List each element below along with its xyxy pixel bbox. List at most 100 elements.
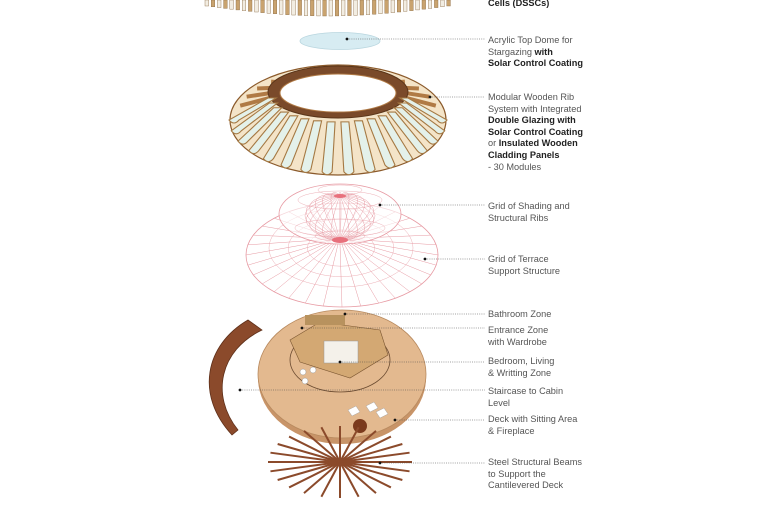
dssc-panel [204, 0, 209, 7]
glazing-panel [237, 107, 284, 145]
label-line: Solar Control Coating [488, 58, 583, 70]
dssc-panel [446, 0, 451, 7]
label-line: Support Structure [488, 266, 560, 278]
label-text: with [534, 46, 553, 57]
label-text: Cantilevered Deck [488, 480, 564, 491]
steel-beam [339, 443, 403, 463]
steel-beam [339, 461, 410, 473]
dssc-panel [304, 0, 309, 16]
glazing-panel [230, 102, 280, 135]
dssc-panel [390, 0, 395, 13]
label-line: & Writting Zone [488, 368, 554, 380]
label-text: Stargazing [488, 46, 535, 57]
dssc-panel [241, 0, 246, 11]
terrace-grid-line [305, 243, 337, 304]
label-text: Grid of Terrace [488, 254, 549, 264]
steel-beam [288, 461, 341, 489]
steel-beam [339, 461, 377, 494]
label-line: Stargazing with [488, 47, 583, 59]
label-line: - 30 Modules [488, 162, 583, 174]
label-text: Insulated Wooden [498, 138, 578, 149]
terrace-grid-line [253, 241, 331, 276]
dssc-panel [297, 0, 302, 16]
label-line: Deck with Sitting Area [488, 414, 577, 426]
shading-rib [339, 192, 350, 241]
glazing-panel [392, 107, 439, 145]
leader-lines [238, 37, 485, 465]
glazing-panel [340, 121, 355, 176]
wireframe-grids [245, 183, 439, 308]
glazing-panel [228, 97, 279, 124]
label-text: - 30 Modules [488, 161, 542, 172]
dssc-panel [328, 0, 333, 17]
dssc-panel [428, 0, 433, 9]
terrace-grid-line [262, 242, 332, 285]
label-line: Modular Wooden Rib [488, 92, 583, 104]
steel-beam [339, 430, 377, 463]
steel-beam [270, 451, 341, 463]
label-line: Bathroom Zone [488, 309, 551, 321]
glazing-panel [377, 115, 414, 163]
dssc-panel [217, 0, 222, 8]
terrace-grid-line [349, 241, 431, 276]
leader-dot [393, 418, 397, 422]
wooden-rib-torus [228, 64, 448, 176]
leader-dot [338, 360, 342, 364]
leader-dot [378, 461, 382, 465]
bed [323, 340, 359, 364]
dssc-panel [229, 0, 234, 10]
label-line: Cells (DSSCs) [488, 0, 549, 10]
dssc-panel [397, 0, 402, 13]
curved-staircase [208, 319, 263, 436]
dssc-panel [260, 0, 265, 13]
label-text: Grid of Shading and [488, 201, 570, 211]
dssc-panel [409, 0, 414, 11]
dssc-panel [415, 0, 420, 11]
leader-dot [238, 388, 242, 392]
terrace-grid-line [273, 242, 334, 292]
label-line: System with Integrated [488, 104, 583, 116]
label-bedroom: Bedroom, Living& Writting Zone [488, 356, 554, 379]
dssc-panel [421, 0, 426, 10]
terrace-grid-line [343, 243, 379, 304]
steel-beam [339, 435, 392, 463]
steel-beam [303, 461, 341, 494]
leader-dot [345, 37, 349, 41]
steel-beam [320, 461, 341, 498]
glazing-panel [300, 120, 323, 173]
dssc-panel [440, 0, 445, 8]
label-text: Bathroom Zone [488, 309, 552, 319]
label-text: Entrance Zone [488, 325, 549, 335]
steel-beam [339, 461, 360, 498]
label-text: Steel Structural Beams [488, 457, 582, 467]
label-bathroom: Bathroom Zone [488, 309, 551, 321]
dssc-panel [279, 0, 284, 15]
label-line: Staircase to Cabin [488, 386, 563, 398]
steel-beam [339, 451, 410, 463]
glazing-panel [280, 118, 310, 169]
label-text: Cells (DSSCs) [488, 0, 550, 8]
steel-beam [339, 461, 392, 489]
label-line: Bedroom, Living [488, 356, 554, 368]
label-text: to Support the [488, 468, 546, 479]
dssc-ring [204, 0, 451, 17]
dssc-panel [223, 0, 228, 9]
dssc-panel [434, 0, 439, 8]
dssc-panel [235, 0, 240, 11]
label-line: Level [488, 398, 563, 410]
steel-beam [270, 461, 341, 473]
dssc-panel [285, 0, 290, 15]
glazing-panel [397, 97, 448, 124]
cabin-deck [257, 309, 427, 444]
dssc-panel [291, 0, 296, 16]
shading-rib [330, 192, 341, 241]
label-line: to Support the [488, 469, 582, 481]
terrace-grid-line [288, 243, 335, 299]
label-line: Solar Control Coating [488, 127, 583, 139]
label-line: Entrance Zone [488, 325, 548, 337]
